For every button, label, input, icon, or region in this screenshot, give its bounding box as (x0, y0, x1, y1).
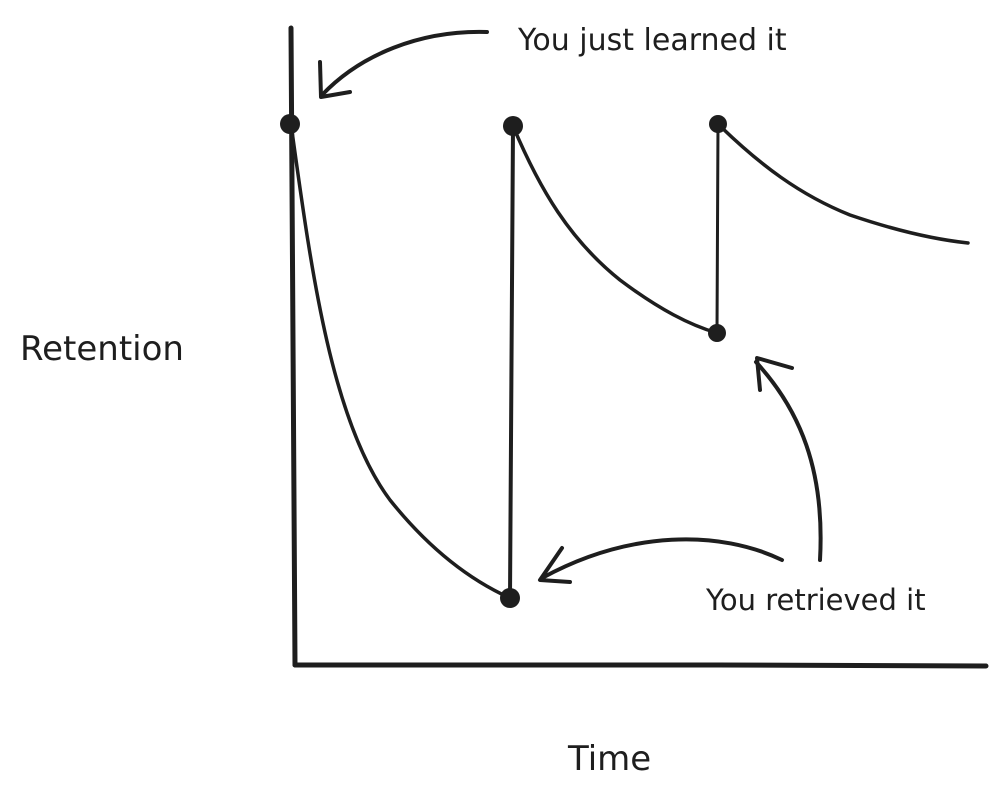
second-drop-point (708, 324, 726, 342)
decay-curve-1 (289, 122, 512, 600)
x-axis-label: Time (567, 739, 651, 779)
first-drop-point (500, 588, 520, 608)
annotation-retrieved: You retrieved it (705, 583, 926, 617)
retrieval-jump-1 (508, 124, 515, 600)
annotation-learned: You just learned it (517, 23, 787, 58)
decay-curve-2 (511, 124, 719, 335)
learned-point (280, 114, 300, 134)
second-retrieval-point (709, 115, 727, 133)
retrieved-arrow-2 (754, 356, 823, 562)
y-axis-label: Retention (20, 329, 184, 369)
decay-curve-3 (716, 122, 970, 245)
x-axis-line (292, 662, 989, 669)
learned-arrow (318, 29, 489, 99)
first-retrieval-point (503, 116, 523, 136)
retrieved-arrow-1 (538, 537, 784, 584)
y-axis-line (288, 25, 298, 668)
retrieval-jump-2 (715, 122, 720, 335)
